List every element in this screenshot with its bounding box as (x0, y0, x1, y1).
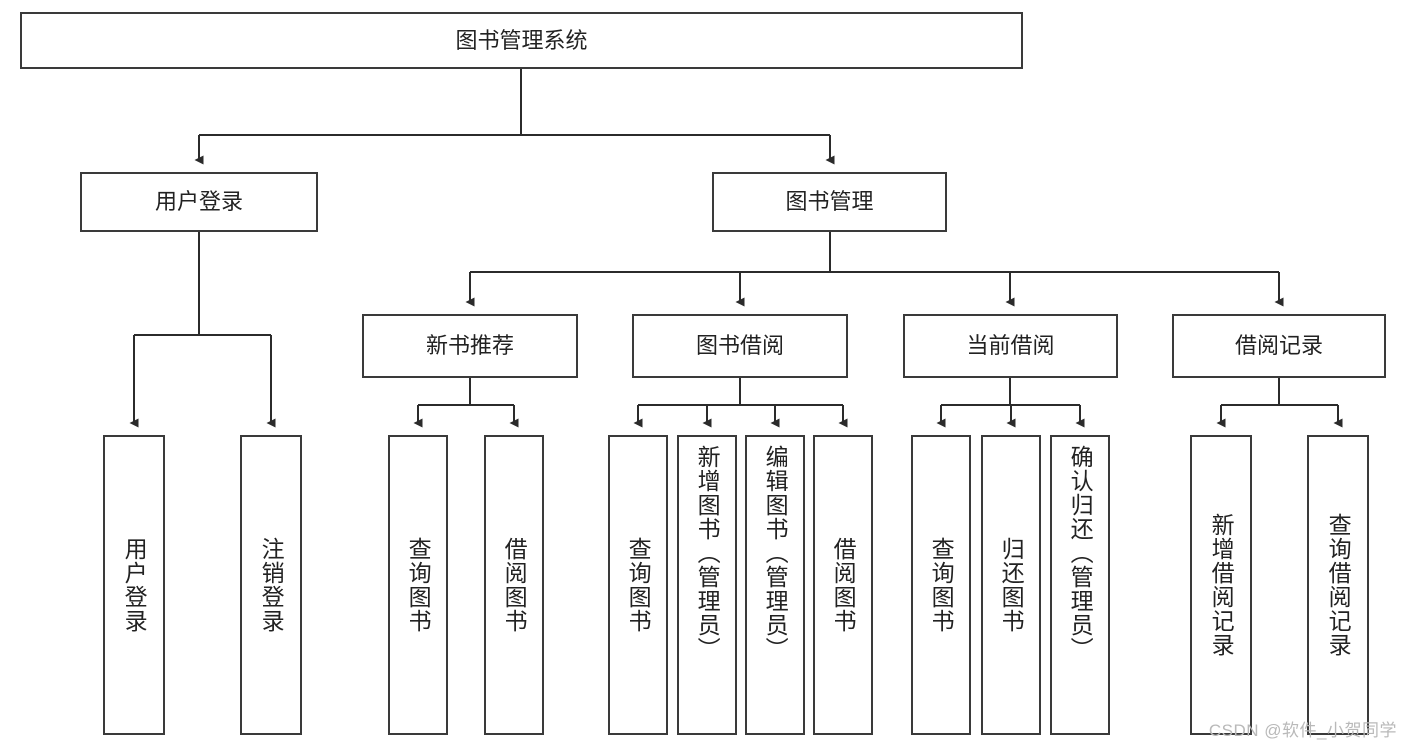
watermark: CSDN @软件_小贺同学 (1208, 721, 1397, 740)
node-label: 新增图书（管理员） (694, 445, 721, 661)
node-user-login[interactable]: 用户登录 (80, 172, 318, 232)
node-label: 归还图书 (998, 537, 1025, 633)
node-root-system[interactable]: 图书管理系统 (20, 12, 1023, 69)
node-label: 用户登录 (154, 189, 243, 215)
node-leaf-borrow-borrow-book[interactable]: 借阅图书 (813, 435, 873, 735)
node-book-borrow[interactable]: 图书借阅 (632, 314, 848, 378)
node-label: 确认归还（管理员） (1067, 445, 1094, 661)
node-leaf-new-books-borrow[interactable]: 借阅图书 (484, 435, 544, 735)
node-label: 借阅图书 (501, 537, 528, 633)
node-borrow-records[interactable]: 借阅记录 (1172, 314, 1386, 378)
node-label: 新增借阅记录 (1208, 513, 1235, 657)
node-leaf-current-return[interactable]: 归还图书 (981, 435, 1041, 735)
node-label: 图书借阅 (695, 333, 784, 359)
node-leaf-records-add[interactable]: 新增借阅记录 (1190, 435, 1252, 735)
node-leaf-current-query[interactable]: 查询图书 (911, 435, 971, 735)
node-current-borrow[interactable]: 当前借阅 (903, 314, 1118, 378)
node-leaf-user-login-signout[interactable]: 注销登录 (240, 435, 302, 735)
node-leaf-user-login-signin[interactable]: 用户登录 (103, 435, 165, 735)
node-label: 查询图书 (625, 537, 652, 633)
node-leaf-borrow-add-book-admin[interactable]: 新增图书（管理员） (677, 435, 737, 735)
node-label: 当前借阅 (966, 333, 1055, 359)
node-label: 用户登录 (121, 537, 148, 633)
node-label: 借阅图书 (830, 537, 857, 633)
node-label: 借阅记录 (1234, 333, 1323, 359)
node-leaf-new-books-query[interactable]: 查询图书 (388, 435, 448, 735)
node-label: 图书管理 (785, 189, 874, 215)
node-label: 注销登录 (258, 537, 285, 633)
node-leaf-records-query[interactable]: 查询借阅记录 (1307, 435, 1369, 735)
node-label: 新书推荐 (425, 333, 514, 359)
node-leaf-borrow-edit-book-admin[interactable]: 编辑图书（管理员） (745, 435, 805, 735)
node-label: 查询图书 (928, 537, 955, 633)
node-leaf-borrow-query[interactable]: 查询图书 (608, 435, 668, 735)
node-book-management[interactable]: 图书管理 (712, 172, 947, 232)
node-label: 查询图书 (405, 537, 432, 633)
node-label: 查询借阅记录 (1325, 513, 1352, 657)
node-label: 编辑图书（管理员） (762, 445, 789, 661)
node-label: 图书管理系统 (455, 27, 588, 53)
node-leaf-current-confirm-return-admin[interactable]: 确认归还（管理员） (1050, 435, 1110, 735)
node-new-book-recommend[interactable]: 新书推荐 (362, 314, 578, 378)
